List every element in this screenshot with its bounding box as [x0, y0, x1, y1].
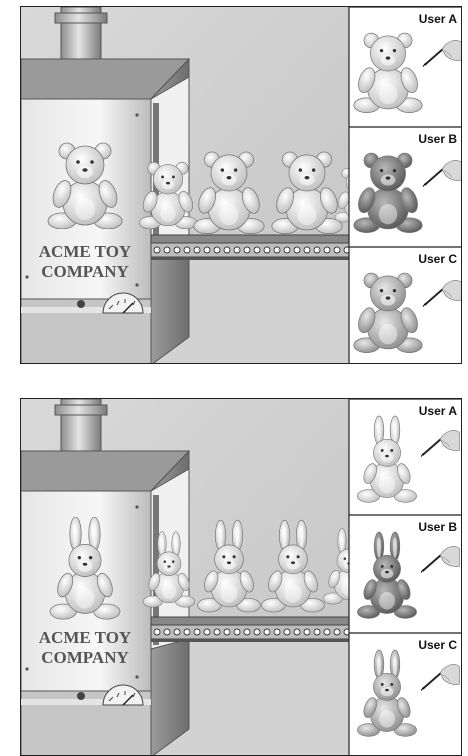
user-column: User A User B User C [348, 7, 461, 363]
dial-gauge-icon [102, 292, 144, 314]
conveyor-roller [283, 628, 291, 636]
conveyor-roller [313, 628, 321, 636]
conveyor-roller [243, 246, 251, 254]
conveyor-roller [293, 628, 301, 636]
company-name-line1: ACME TOY [39, 242, 131, 261]
conveyor-roller [223, 628, 231, 636]
conveyor-roller [173, 246, 181, 254]
conveyor-roller [333, 628, 341, 636]
conveyor-roller [213, 628, 221, 636]
conveyor-roller [263, 246, 271, 254]
conveyor-roller [253, 246, 261, 254]
conveyor-roller [333, 246, 341, 254]
conveyor-roller [163, 628, 171, 636]
conveyor-roller [223, 246, 231, 254]
conveyor-roller [233, 628, 241, 636]
conveyor-roller [213, 246, 221, 254]
conveyor-roller [273, 628, 281, 636]
conveyor-roller [243, 628, 251, 636]
conveyor-roller [273, 246, 281, 254]
conveyor-roller [173, 628, 181, 636]
conveyor-roller [183, 246, 191, 254]
bear-scene: ACME TOY COMPANY User A User B User C [21, 7, 461, 363]
conveyor-roller [153, 246, 161, 254]
toy-machine-icon [21, 449, 191, 755]
company-name-line2: COMPANY [41, 262, 129, 281]
conveyor-roller [193, 628, 201, 636]
conveyor-roller [153, 628, 161, 636]
conveyor-roller [203, 246, 211, 254]
conveyor-roller [313, 246, 321, 254]
conveyor-roller [163, 246, 171, 254]
conveyor-belt-icon [150, 234, 352, 260]
user-a-cell: User A [356, 404, 461, 503]
user-column: User A User B User C [348, 399, 461, 755]
conveyor-roller [323, 628, 331, 636]
conveyor-roller [293, 246, 301, 254]
machine-button-icon [77, 300, 85, 308]
conveyor-roller [193, 246, 201, 254]
conveyor-roller [303, 628, 311, 636]
conveyor-roller [203, 628, 211, 636]
bunny-scene: ACME TOY COMPANY User A User B User C [21, 399, 461, 755]
conveyor-roller [323, 246, 331, 254]
user-c-label: User C [418, 638, 457, 652]
user-a-cell: User A [353, 12, 461, 114]
user-a-label: User A [419, 404, 458, 418]
dial-gauge-icon [102, 684, 144, 706]
user-a-label: User A [419, 12, 458, 26]
conveyor-roller [263, 628, 271, 636]
conveyor-roller [283, 246, 291, 254]
user-c-label: User C [418, 252, 457, 266]
conveyor-roller [183, 628, 191, 636]
user-b-label: User B [418, 132, 457, 146]
user-c-cell: User C [353, 252, 461, 354]
user-b-cell: User B [356, 520, 461, 619]
user-b-cell: User B [353, 132, 461, 234]
user-c-cell: User C [356, 638, 461, 737]
machine-button-icon [77, 692, 85, 700]
company-name-line2: COMPANY [41, 648, 129, 667]
bunny-panel: ACME TOY COMPANY User A User B User C [20, 398, 462, 756]
conveyor-roller [303, 246, 311, 254]
conveyor-belt-icon [150, 616, 352, 642]
company-name-line1: ACME TOY [39, 628, 131, 647]
bear-panel: ACME TOY COMPANY User A User B User C [20, 6, 462, 364]
conveyor-roller [233, 246, 241, 254]
conveyor-roller [253, 628, 261, 636]
user-b-label: User B [418, 520, 457, 534]
